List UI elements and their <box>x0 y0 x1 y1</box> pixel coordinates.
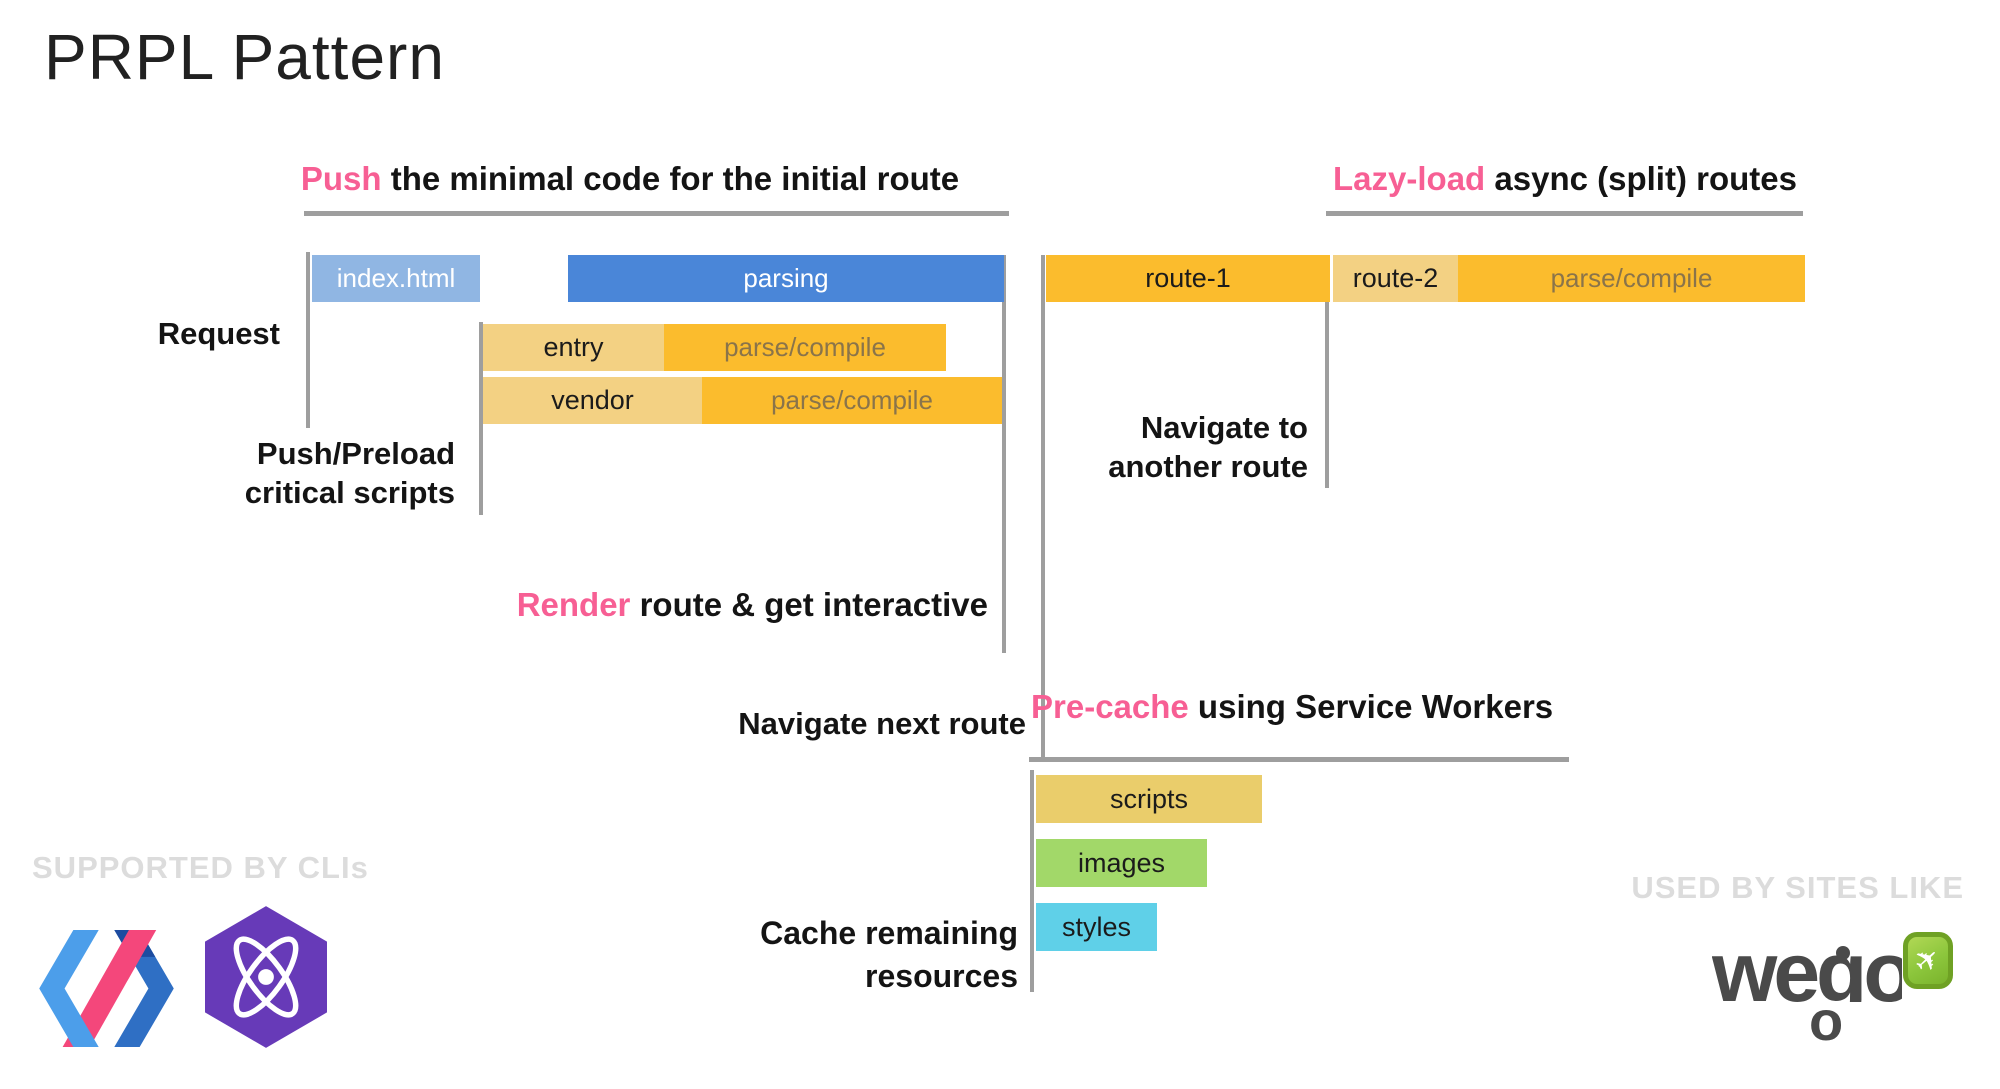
precache-header-rest: using Service Workers <box>1188 688 1554 725</box>
wego-g-dot <box>1836 946 1850 960</box>
push-section-header: Push the minimal code for the initial ro… <box>255 160 1005 198</box>
styles-bar: styles <box>1036 903 1157 951</box>
route2-parse-compile-bar: parse/compile <box>1458 255 1805 302</box>
vendor-parse-compile-bar: parse/compile <box>702 377 1002 424</box>
wego-logo: wego o ✈ <box>1712 926 1968 1052</box>
push-preload-line1: Push/Preload <box>256 436 455 471</box>
navigate-next-timeline-line <box>1041 255 1045 757</box>
wego-g-loop: o <box>1809 989 1844 1052</box>
cache-remaining-label: Cache remaining resources <box>658 912 1018 998</box>
push-preload-line2: critical scripts <box>244 475 455 510</box>
images-bar: images <box>1036 839 1207 887</box>
cache-remaining-line1: Cache remaining <box>760 915 1018 951</box>
cache-remaining-line2: resources <box>865 958 1018 994</box>
precache-keyword: Pre-cache <box>1031 688 1189 725</box>
lazy-load-keyword: Lazy-load <box>1333 160 1486 197</box>
wego-airplane-badge: ✈ <box>1903 932 1953 989</box>
push-keyword: Push <box>300 160 382 197</box>
request-label: Request <box>157 316 280 351</box>
polymer-pink-slash <box>62 930 157 1047</box>
navigate-another-label: Navigate to another route <box>1018 408 1308 486</box>
critical-scripts-timeline-line <box>479 322 483 515</box>
render-timeline-line <box>1002 255 1006 653</box>
preact-logo-icon <box>205 906 327 1048</box>
parsing-bar: parsing <box>568 255 1004 302</box>
lazy-load-section-header: Lazy-load async (split) routes <box>1326 160 1804 198</box>
request-timeline-line <box>306 252 310 428</box>
route2-bar: route-2 <box>1333 255 1458 302</box>
supported-by-clis-label: SUPPORTED BY CLIs <box>32 850 369 885</box>
route1-bar: route-1 <box>1046 255 1330 302</box>
precache-section-underline <box>1029 757 1569 762</box>
preact-nucleus <box>258 969 274 985</box>
scripts-bar: scripts <box>1036 775 1262 823</box>
wego-wordmark: wego <box>1712 926 1902 1002</box>
push-section-underline <box>304 211 1009 216</box>
render-header-rest: route & get interactive <box>630 586 988 623</box>
navigate-another-line2: another route <box>1108 449 1308 484</box>
route2-timeline-line <box>1325 255 1329 488</box>
precache-section-header: Pre-cache using Service Workers <box>1031 688 1651 726</box>
navigate-another-line1: Navigate to <box>1140 410 1308 445</box>
used-by-sites-label: USED BY SITES LIKE <box>1631 870 1964 905</box>
vendor-bar: vendor <box>483 377 702 424</box>
render-keyword: Render <box>516 586 631 623</box>
entry-bar: entry <box>483 324 664 371</box>
preact-orbit-1 <box>233 936 299 1018</box>
push-header-rest: the minimal code for the initial route <box>381 160 960 197</box>
entry-parse-compile-bar: parse/compile <box>664 324 946 371</box>
polymer-left-chevron <box>39 930 99 1047</box>
page-title: PRPL Pattern <box>44 21 445 93</box>
airplane-icon: ✈ <box>1907 939 1949 982</box>
precache-timeline-line <box>1030 770 1034 992</box>
lazy-load-section-underline <box>1326 211 1803 216</box>
render-section-header: Render route & get interactive <box>400 586 988 624</box>
index-html-bar: index.html <box>312 255 480 302</box>
push-preload-label: Push/Preload critical scripts <box>155 434 455 512</box>
lazy-load-header-rest: async (split) routes <box>1485 160 1797 197</box>
navigate-next-label: Navigate next route <box>738 706 1026 741</box>
preact-orbit-2 <box>233 936 299 1018</box>
polymer-logo-icon <box>39 930 174 1047</box>
